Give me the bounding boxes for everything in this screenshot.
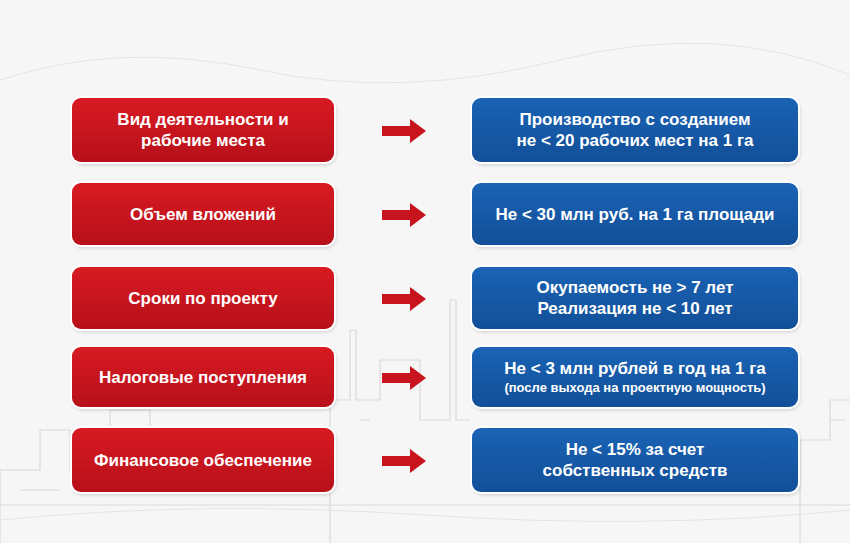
box-text: Окупаемость не > 7 лет [536,277,733,298]
criterion-box: Финансовое обеспечение [72,428,334,492]
box-text: Вид деятельности и рабочие места [84,109,322,151]
box-text: Не < 3 млн рублей в год на 1 га [504,358,765,379]
arrow-shape [382,119,426,143]
criterion-box: Сроки по проекту [72,267,334,329]
requirement-box: Не < 30 млн руб. на 1 га площади [472,183,798,245]
arrow-shape [382,203,426,227]
arrow-shape [382,287,426,311]
block-arrow [382,449,426,473]
requirement-box: Не < 15% за счет собственных средств [472,428,798,492]
arrow-shape [382,366,426,390]
criterion-box: Налоговые поступления [72,347,334,407]
box-text: Производство с созданием не < 20 рабочих… [510,109,760,151]
block-arrow [382,203,426,227]
box-text: Не < 30 млн руб. на 1 га площади [495,204,774,225]
arrow-shape [382,449,426,473]
criterion-box: Вид деятельности и рабочие места [72,98,334,162]
box-text: Не < 15% за счет собственных средств [530,439,740,481]
criterion-box: Объем вложений [72,183,334,245]
box-text: Налоговые поступления [99,367,307,388]
block-arrow [382,366,426,390]
requirement-box: Производство с созданием не < 20 рабочих… [472,98,798,162]
block-arrow [382,287,426,311]
requirement-box: Окупаемость не > 7 летРеализация не < 10… [472,267,798,329]
box-text: Финансовое обеспечение [94,450,312,471]
box-text: Сроки по проекту [128,288,277,309]
block-arrow [382,119,426,143]
box-text: Реализация не < 10 лет [537,298,732,319]
requirement-box: Не < 3 млн рублей в год на 1 га(после вы… [472,347,798,407]
box-text: Объем вложений [130,204,276,225]
box-text: (после выхода на проектную мощность) [504,379,765,396]
